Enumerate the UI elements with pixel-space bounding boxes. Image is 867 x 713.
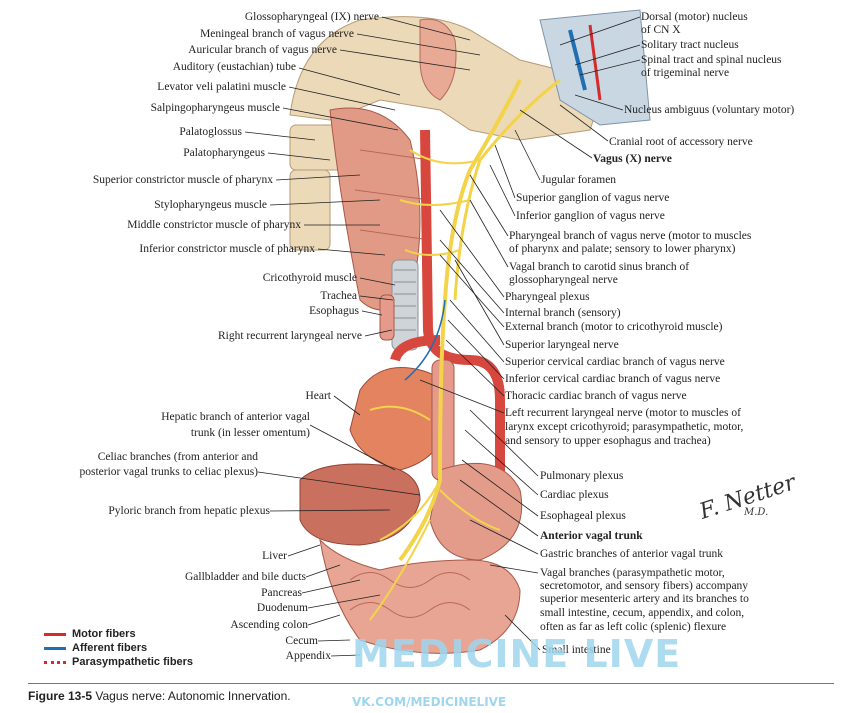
label-palatoglossus: Palatoglossus <box>179 126 242 138</box>
label-cardiac-plexus: Cardiac plexus <box>540 489 609 501</box>
label-hepatic-branch-2: trunk (in lesser omentum) <box>190 427 310 439</box>
fiber-legend: Motor fibers Afferent fibers Parasympath… <box>44 627 193 669</box>
label-heart: Heart <box>305 390 331 402</box>
figure-caption: Figure 13-5 Vagus nerve: Autonomic Inner… <box>28 689 291 703</box>
figure-title: Vagus nerve: Autonomic Innervation. <box>95 689 291 703</box>
artist-signature-suffix: M.D. <box>744 507 769 518</box>
label-auricular-branch: Auricular branch of vagus nerve <box>188 44 337 56</box>
label-inferior-constrictor: Inferior constrictor muscle of pharynx <box>139 243 315 255</box>
label-vagal-branches-3: superior mesenteric artery and its branc… <box>540 593 749 605</box>
label-celiac-branches-2: posterior vagal trunks to celiac plexus) <box>79 466 258 478</box>
label-pulmonary-plexus: Pulmonary plexus <box>540 470 624 482</box>
label-vagus-nerve: Vagus (X) nerve <box>593 153 672 165</box>
label-right-recurrent-laryngeal: Right recurrent laryngeal nerve <box>217 330 362 342</box>
caption-rule <box>28 683 834 684</box>
label-superior-cervical-cardiac: Superior cervical cardiac branch of vagu… <box>505 356 725 368</box>
legend-motor: Motor fibers <box>44 627 193 641</box>
label-dorsal-nucleus-1: Dorsal (motor) nucleus <box>641 11 748 23</box>
label-vagal-branches-2: secretomotor, and sensory fibers) accomp… <box>540 580 749 592</box>
label-gallbladder: Gallbladder and bile ducts <box>184 571 306 583</box>
label-vagal-branches-4: small intestine, cecum, appendix, and co… <box>540 607 745 619</box>
label-cranial-root-accessory: Cranial root of accessory nerve <box>609 136 753 148</box>
label-duodenum: Duodenum <box>256 602 308 614</box>
legend-parasympathetic-label: Parasympathetic fibers <box>72 656 194 668</box>
legend-afferent: Afferent fibers <box>44 641 193 655</box>
legend-motor-label: Motor fibers <box>72 628 136 640</box>
label-carotid-sinus-branch-2: glossopharyngeal nerve <box>509 274 618 286</box>
label-stylopharyngeus: Stylopharyngeus muscle <box>154 199 267 211</box>
label-left-recurrent-2: larynx except cricothyroid; parasympathe… <box>505 421 744 433</box>
label-internal-branch: Internal branch (sensory) <box>505 307 621 319</box>
label-celiac-branches-1: Celiac branches (from anterior and <box>97 451 258 463</box>
label-solitary-tract-nucleus: Solitary tract nucleus <box>641 39 739 51</box>
legend-parasympathetic: Parasympathetic fibers <box>44 655 193 669</box>
label-auditory-tube: Auditory (eustachian) tube <box>172 61 296 73</box>
label-ascending-colon: Ascending colon <box>230 619 308 631</box>
label-superior-ganglion: Superior ganglion of vagus nerve <box>516 192 670 204</box>
legend-afferent-label: Afferent fibers <box>72 642 148 654</box>
label-nucleus-ambiguus: Nucleus ambiguus (voluntary motor) <box>624 104 795 116</box>
label-carotid-sinus-branch-1: Vagal branch to carotid sinus branch of <box>509 261 690 273</box>
label-superior-laryngeal: Superior laryngeal nerve <box>505 339 619 351</box>
label-left-recurrent-1: Left recurrent laryngeal nerve (motor to… <box>505 407 741 419</box>
afferent-swatch <box>44 646 66 650</box>
label-pharyngeal-branch-2: of pharynx and palate; sensory to lower … <box>509 243 736 255</box>
figure-number: Figure 13-5 <box>28 689 93 703</box>
label-superior-constrictor: Superior constrictor muscle of pharynx <box>92 174 273 186</box>
label-appendix: Appendix <box>285 650 331 662</box>
label-esophageal-plexus: Esophageal plexus <box>540 510 626 522</box>
label-external-branch: External branch (motor to cricothyroid m… <box>505 321 723 333</box>
label-palatopharyngeus: Palatopharyngeus <box>183 147 265 159</box>
label-liver: Liver <box>262 550 287 562</box>
label-jugular-foramen: Jugular foramen <box>541 174 617 186</box>
label-levator-veli-palatini: Levator veli palatini muscle <box>157 81 286 93</box>
label-pancreas: Pancreas <box>261 587 302 599</box>
watermark-url: VK.COM/MEDICINELIVE <box>352 695 507 709</box>
label-cecum: Cecum <box>285 635 318 647</box>
watermark-logo: MEDICINE LIVE <box>352 632 682 676</box>
label-vagal-branches-5: often as far as left colic (splenic) fle… <box>540 621 727 633</box>
label-cricothyroid-muscle: Cricothyroid muscle <box>262 272 357 284</box>
label-left-recurrent-3: and sensory to upper esophagus and trach… <box>505 435 711 447</box>
label-meningeal-branch: Meningeal branch of vagus nerve <box>200 28 354 40</box>
label-spinal-tract-2: of trigeminal nerve <box>641 67 730 79</box>
label-vagal-branches-1: Vagal branches (parasympathetic motor, <box>540 567 725 579</box>
label-spinal-tract-1: Spinal tract and spinal nucleus <box>641 54 782 66</box>
label-inferior-cervical-cardiac: Inferior cervical cardiac branch of vagu… <box>505 373 721 385</box>
label-pharyngeal-branch-1: Pharyngeal branch of vagus nerve (motor … <box>509 230 752 242</box>
label-dorsal-nucleus-2: of CN X <box>641 24 681 36</box>
label-inferior-ganglion: Inferior ganglion of vagus nerve <box>516 210 665 222</box>
label-hepatic-branch-1: Hepatic branch of anterior vagal <box>161 411 310 423</box>
label-glossopharyngeal-nerve: Glossopharyngeal (IX) nerve <box>244 11 379 23</box>
motor-swatch <box>44 632 66 636</box>
label-esophagus: Esophagus <box>309 305 359 317</box>
label-middle-constrictor: Middle constrictor muscle of pharynx <box>127 219 301 231</box>
label-pyloric-branch: Pyloric branch from hepatic plexus <box>108 505 270 517</box>
label-small-intestine: Small intestine <box>542 644 611 656</box>
label-salpingopharyngeus: Salpingopharyngeus muscle <box>150 102 280 114</box>
label-anterior-vagal-trunk: Anterior vagal trunk <box>540 530 643 542</box>
label-gastric-branches: Gastric branches of anterior vagal trunk <box>540 548 723 560</box>
parasympathetic-swatch <box>44 660 66 664</box>
label-trachea: Trachea <box>320 290 357 302</box>
label-thoracic-cardiac: Thoracic cardiac branch of vagus nerve <box>505 390 687 402</box>
label-pharyngeal-plexus: Pharyngeal plexus <box>505 291 590 303</box>
